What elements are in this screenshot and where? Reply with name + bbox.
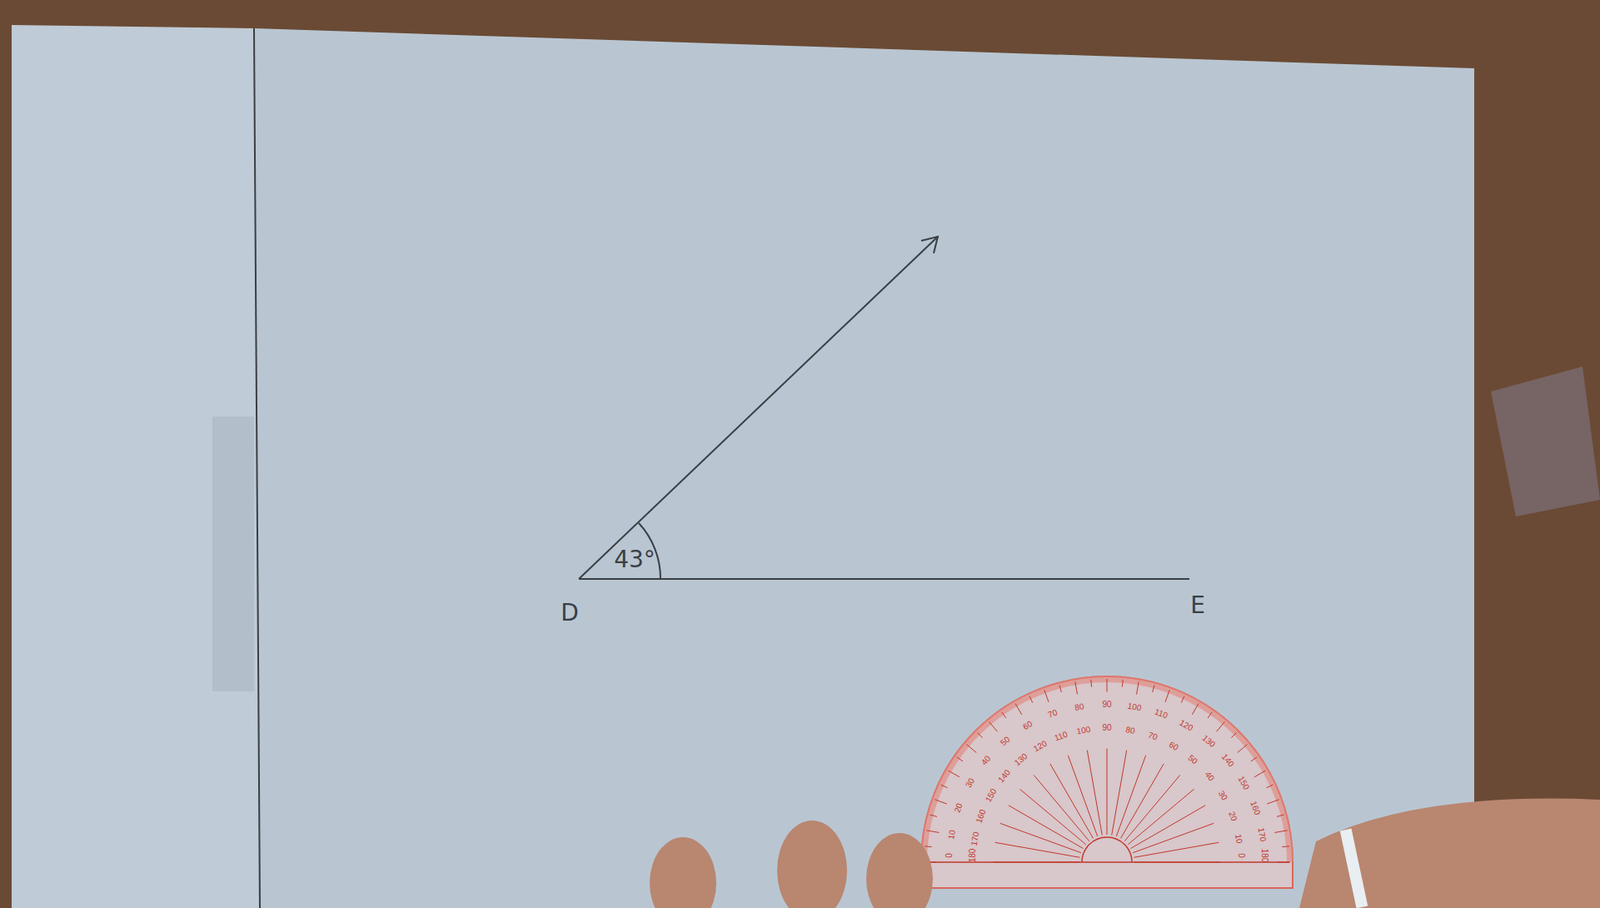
scale-tick [1281,845,1290,848]
scale-tick [966,744,977,753]
scale-tick [1136,681,1140,694]
scale-tick [1276,814,1285,817]
radial-line [1000,822,1082,853]
scale-tick [1266,784,1273,788]
scale-tick [1181,696,1185,703]
scale-tick [1015,702,1022,714]
scale-tick [929,814,938,817]
point-label: D [560,601,579,625]
scale-tick [1237,744,1248,753]
scale-tick [941,784,948,788]
scale-tick [957,757,963,762]
scale-tick [1165,689,1170,702]
radial-line [1008,805,1084,849]
scale-tick [1059,684,1062,693]
scale-tick [1106,678,1108,692]
scale-tick [1152,684,1155,693]
protractor [921,676,1293,888]
scale-tick [1121,679,1124,688]
scale-number: 90 [1101,700,1112,709]
scale-tick [976,732,982,738]
scale-tick [1266,799,1279,804]
scale-tick [1001,712,1007,718]
radial-line [1116,755,1146,837]
scale-tick [1274,830,1287,833]
scale-tick [1075,681,1078,694]
scale-tick [989,721,998,732]
paper-strip [11,24,260,908]
scale-tick [1090,679,1092,688]
scale-tick [1216,721,1226,732]
scale-number: 180 [968,848,977,863]
scale-tick [934,799,947,804]
paper-edge [254,28,260,908]
ruler [1490,366,1600,517]
scale-number: 90 [1101,723,1112,733]
scale-number: 80 [1074,702,1086,713]
scale-number: 180 [1260,848,1269,863]
scale-tick [947,770,959,778]
scale-tick [1029,696,1033,703]
scale-number: 10 [1233,833,1244,845]
radial-line [1124,775,1180,842]
scale-tick [924,845,933,848]
scale-number: 170 [1256,827,1268,843]
ray-de [578,578,1190,580]
radial-line [1133,842,1219,858]
scale-tick [1191,702,1199,714]
scale-number: 0 [1236,852,1246,858]
scale-tick [1044,689,1049,702]
radial-line [1106,748,1108,835]
hands [649,798,1600,908]
tape [212,416,255,692]
radial-line [1020,788,1087,844]
radial-line [1067,755,1097,837]
radial-line [1086,750,1102,836]
scale-tick [1251,757,1257,762]
radial-line [995,842,1081,858]
ray-arrow [578,236,938,579]
scale-number: 80 [1125,725,1137,736]
scale-tick [1254,770,1266,778]
radial-line [1111,750,1127,836]
arrow-head [921,236,938,254]
radial-line [1132,822,1214,853]
paper-sheet [254,28,1475,908]
scale-number: 0 [945,852,954,858]
point-label: E [1190,593,1206,618]
angle-measure: 43° [613,548,656,572]
scale-number: 10 [947,829,958,841]
radial-line [1131,805,1207,849]
angle-figure [578,236,1190,579]
scale-tick [1231,732,1237,738]
scale-tick [926,830,939,833]
radial-line [1050,763,1094,839]
scale-tick [1207,712,1212,718]
radial-line [1121,763,1165,839]
